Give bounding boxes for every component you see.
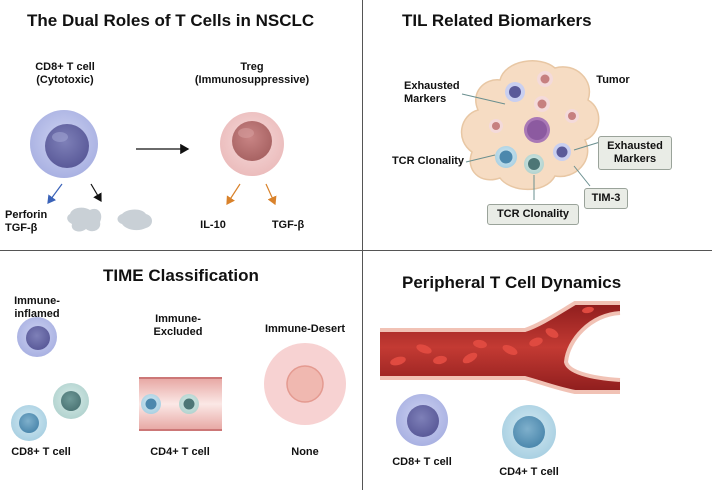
blood-vessel [380, 301, 621, 394]
tgfb-left-text: TGF-β [5, 222, 38, 234]
exhausted-markers-box: Exhausted Markers [598, 136, 672, 170]
perforin-text: Perforin [5, 209, 48, 221]
excluded-line1: Immune- [155, 313, 201, 325]
time-cd8-label: CD8+ T cell [11, 446, 71, 458]
dual-roles-title: The Dual Roles of T Cells in NSCLC [27, 11, 315, 30]
cd8-label: CD8+ T cell (Cytotoxic) [25, 61, 105, 87]
cd8-label-line2: (Cytotoxic) [36, 74, 94, 86]
tim3-box: TIM-3 [584, 188, 628, 209]
box-exhausted-line1: Exhausted [607, 140, 663, 152]
inflamed-line1: Immune- [14, 295, 60, 307]
box-exhausted-line2: Markers [613, 153, 657, 165]
tgfb-arrow [265, 183, 277, 206]
desert-label: Immune-Desert [264, 323, 346, 335]
inflamed-teal-cell [53, 383, 89, 419]
excluded-vessel [139, 377, 222, 431]
peripheral-cd8-label: CD8+ T cell [392, 456, 452, 468]
dead-cell-fragment-1 [67, 207, 102, 232]
none-label: None [291, 446, 319, 458]
tumor-cluster [460, 60, 600, 191]
treg-label-line2: (Immunosuppressive) [194, 74, 310, 86]
il10-label: IL-10 [200, 219, 226, 231]
excluded-label: Immune- Excluded [148, 313, 208, 339]
vertical-divider [362, 0, 363, 490]
exhausted-markers-label: Exhausted Markers [404, 80, 464, 106]
killing-arrow [90, 183, 102, 203]
peripheral-cd8-cell [396, 394, 448, 446]
perforin-label: Perforin TGF-β [5, 209, 50, 235]
time-title: TIME Classification [103, 266, 259, 285]
treg-label-line1: Treg [240, 61, 264, 73]
perforin-arrow [47, 183, 63, 204]
inflamed-label: Immune- inflamed [7, 295, 67, 321]
tgfb-right-label: TGF-β [271, 219, 305, 231]
inflamed-line2: inflamed [14, 308, 60, 320]
il10-arrow [226, 183, 241, 206]
excluded-line2: Excluded [153, 326, 203, 338]
tcr-clonality-label: TCR Clonality [391, 155, 465, 167]
inflamed-cd8-cell [17, 317, 57, 357]
treg-label: Treg (Immunosuppressive) [188, 61, 316, 87]
peripheral-title: Peripheral T Cell Dynamics [402, 273, 622, 292]
time-cd4-label: CD4+ T cell [150, 446, 210, 458]
desert-cell [264, 343, 346, 425]
til-title: TIL Related Biomarkers [402, 11, 592, 30]
tcr-clonality-box: TCR Clonality [487, 204, 579, 225]
cd8-label-line1: CD8+ T cell [35, 61, 95, 73]
til-leader-lines [461, 93, 601, 200]
treg-cell [220, 112, 284, 176]
dead-cell-fragment-2 [117, 209, 152, 231]
inflamed-cd4-cell [11, 405, 47, 441]
peripheral-cd4-label: CD4+ T cell [499, 466, 559, 478]
exhausted-line1: Exhausted [404, 80, 460, 92]
exhausted-line2: Markers [404, 93, 447, 105]
tumor-label: Tumor [596, 74, 630, 86]
cd8-cytotoxic-cell [30, 110, 98, 178]
peripheral-cd4-cell [502, 405, 556, 459]
horizontal-divider [0, 250, 712, 251]
